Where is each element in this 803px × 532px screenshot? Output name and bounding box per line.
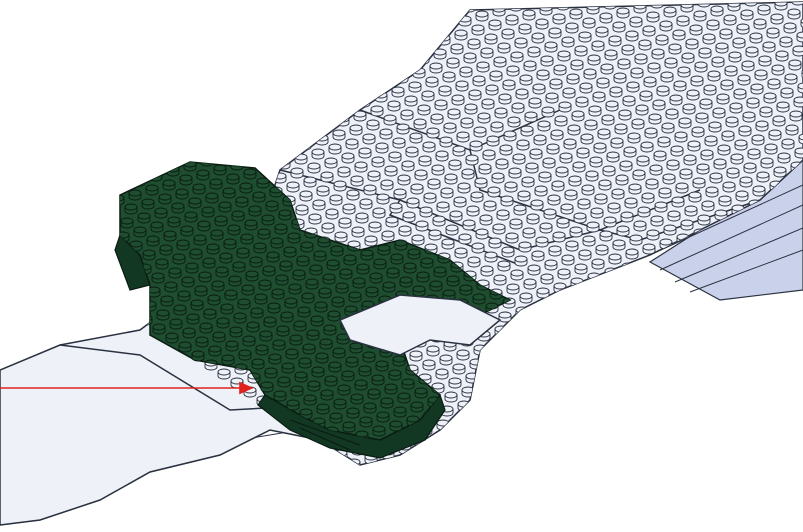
lego-build-diagram <box>0 0 803 532</box>
